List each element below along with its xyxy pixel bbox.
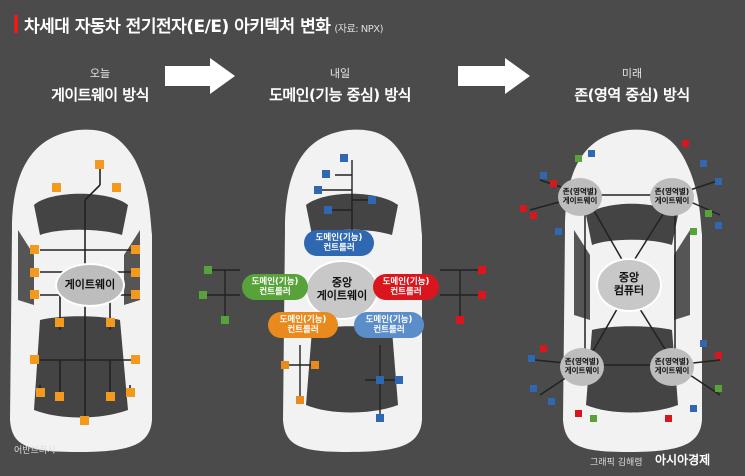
ecu-nodes-green [199, 266, 229, 324]
domain-controller-green: 도메인(기능) 컨트롤러 [242, 274, 308, 300]
column-sub-tomorrow: 내일 [329, 67, 351, 80]
column-header-tomorrow: 내일 도메인(기능 중심) 방식 [230, 65, 450, 105]
zone-gateway-front-left: 존(영역별) 게이트웨이 [558, 178, 602, 216]
column-main-today: 게이트웨이 방식 [51, 86, 149, 104]
ecu-nodes-red [456, 266, 486, 324]
gateway-wiring [39, 165, 135, 420]
footer-brand: 아시아경제 [655, 453, 711, 467]
column-sub-today: 오늘 [89, 67, 111, 80]
column-main-tomorrow: 도메인(기능 중심) 방식 [269, 86, 411, 104]
gateway-bubble: 게이트웨이 [55, 263, 125, 307]
footer-credit: 그래픽 김해령 [590, 458, 643, 468]
arrow-right-icon [165, 58, 235, 94]
domain-controller-orange: 도메인(기능) 컨트롤러 [268, 312, 338, 338]
page-title: 차세대 자동차 전기전자(E/E) 아키텍처 변화(자료: NPX) [24, 12, 384, 37]
central-gateway-bubble: 중앙 게이트웨이 [305, 260, 379, 320]
title-text: 차세대 자동차 전기전자(E/E) 아키텍처 변화 [24, 17, 331, 37]
domain-controller-red: 도메인(기능) 컨트롤러 [373, 274, 439, 300]
ecu-nodes-blue [314, 154, 403, 422]
column-main-future: 존(영역 중심) 방식 [574, 86, 690, 104]
central-computer-bubble: 중앙 컴퓨터 [596, 258, 662, 312]
zone-gateway-rear-left: 존(영역별) 게이트웨이 [560, 348, 604, 386]
column-sub-future: 미래 [621, 67, 643, 80]
ecu-nodes-mixed [520, 140, 722, 422]
domain-controller-lightblue: 도메인(기능) 컨트롤러 [354, 312, 424, 338]
column-header-today: 오늘 게이트웨이 방식 [0, 65, 210, 105]
footer-left-credit: 어반브러시 [14, 446, 56, 456]
column-header-future: 미래 존(영역 중심) 방식 [522, 65, 742, 105]
title-accent-bar [14, 15, 18, 33]
zone-gateway-rear-right: 존(영역별) 게이트웨이 [650, 348, 694, 386]
domain-controller-blue: 도메인(기능) 컨트롤러 [304, 230, 374, 256]
ecu-nodes-orange [281, 361, 319, 404]
domain-wiring [205, 160, 480, 420]
source-note: (자료: NPX) [334, 24, 384, 35]
zone-gateway-front-right: 존(영역별) 게이트웨이 [650, 178, 694, 216]
arrow-right-icon [458, 58, 530, 94]
ecu-nodes-today [30, 160, 140, 425]
